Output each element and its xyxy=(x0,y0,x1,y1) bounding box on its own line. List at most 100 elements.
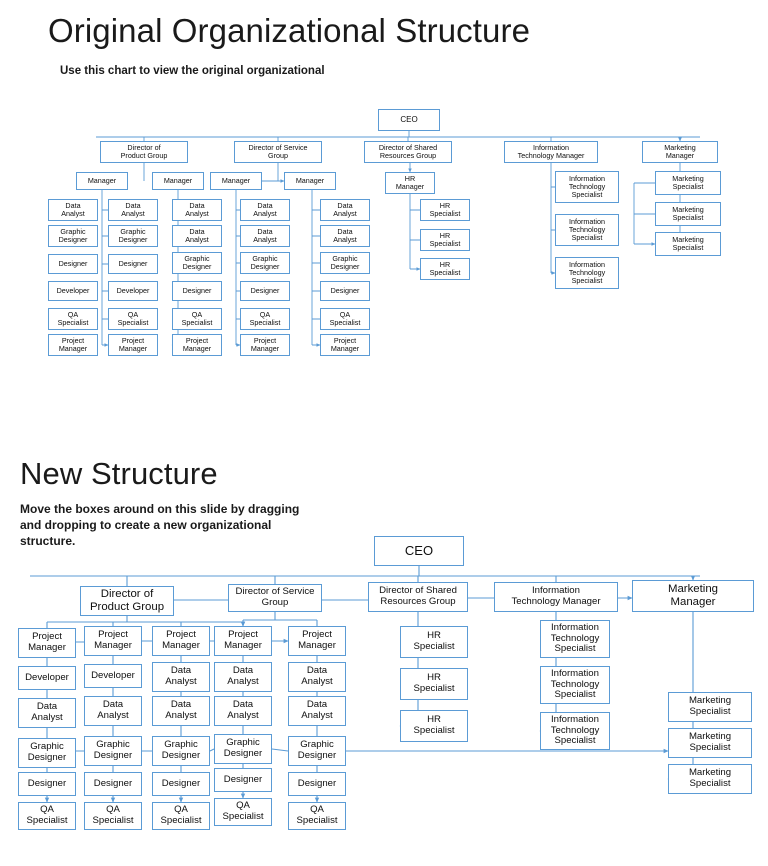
org-node[interactable]: Manager xyxy=(284,172,336,190)
org-node[interactable]: CEO xyxy=(378,109,440,131)
org-node[interactable]: Designer xyxy=(172,281,222,301)
org-node[interactable]: Developer xyxy=(48,281,98,301)
org-node[interactable]: Designer xyxy=(152,772,210,796)
org-node[interactable]: Designer xyxy=(320,281,370,301)
org-node[interactable]: Developer xyxy=(18,666,76,690)
org-node[interactable]: Designer xyxy=(48,254,98,274)
org-node-label: Designer xyxy=(330,285,360,295)
subtitle-new: Move the boxes around on this slide by d… xyxy=(20,502,300,548)
org-node[interactable]: Designer xyxy=(240,281,290,301)
org-node[interactable]: Designer xyxy=(214,768,272,792)
org-node[interactable]: Developer xyxy=(84,664,142,688)
org-node[interactable]: Manager xyxy=(152,172,204,190)
org-node[interactable]: Manager xyxy=(210,172,262,190)
org-node[interactable]: Developer xyxy=(108,281,158,301)
org-node[interactable]: Manager xyxy=(76,172,128,190)
org-node[interactable]: Designer xyxy=(108,254,158,274)
org-node[interactable]: Designer xyxy=(84,772,142,796)
org-node[interactable]: CEO xyxy=(374,536,464,566)
org-node[interactable]: Designer xyxy=(288,772,346,796)
org-node[interactable]: Designer xyxy=(18,772,76,796)
